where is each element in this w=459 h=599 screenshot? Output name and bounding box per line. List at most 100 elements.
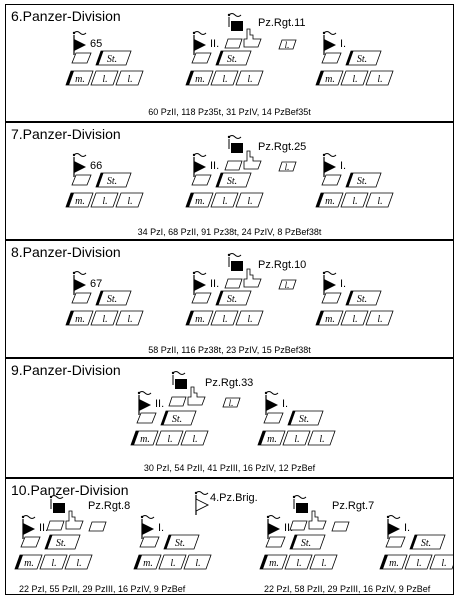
- regiment-hq-box: [224, 160, 243, 171]
- company-bar: [186, 193, 194, 207]
- company-box: [210, 70, 239, 86]
- hq-filled-box-icon: [231, 21, 243, 31]
- wave-mark-icon: [228, 135, 242, 139]
- company-bar: [134, 555, 142, 569]
- company-box: [340, 310, 369, 326]
- unit-label: 67: [90, 278, 102, 290]
- unit-label: II.: [155, 398, 164, 410]
- battalion-I: I.St.m.l.l.: [315, 31, 394, 86]
- command-flag-icon: [324, 39, 336, 51]
- company-box: [340, 70, 369, 86]
- division-title: 6.Panzer-Division: [11, 8, 121, 24]
- company-label: l.: [247, 314, 252, 325]
- battalion-I: I.St.m.l.l.: [315, 153, 394, 208]
- wave-mark-icon: [50, 495, 64, 499]
- company-bar: [15, 555, 23, 569]
- company-label: m.: [389, 558, 399, 569]
- command-flag-icon: [324, 279, 336, 291]
- company-label: l.: [352, 314, 357, 325]
- division-summary: 34 PzI, 68 PzII, 91 Pz38t, 24 PzIV, 8 Pz…: [137, 227, 322, 237]
- hq-filled-box-icon: [53, 503, 65, 513]
- unit-hq-box: [71, 52, 92, 64]
- company-label: m.: [195, 196, 205, 207]
- wave-mark-icon: [73, 153, 87, 157]
- battalion-I-a: I.St.m.l.l.: [133, 515, 212, 570]
- hq-filled-box-icon: [231, 261, 243, 271]
- company-label: m.: [269, 558, 279, 569]
- wave-mark-icon: [193, 153, 207, 157]
- battalion-I: I.St.m.l.l.: [257, 391, 336, 446]
- staff-company-box: [289, 534, 326, 550]
- staff-company-box: [95, 290, 132, 306]
- unit-hq-box: [321, 292, 342, 304]
- company-box: [309, 554, 338, 570]
- staff-vehicle-icon: [243, 28, 262, 48]
- unit-label: I.: [404, 522, 410, 534]
- light-company-label: l.: [229, 398, 234, 408]
- command-flag-icon: [194, 39, 206, 51]
- company-label: l.: [192, 434, 197, 445]
- staff-company-bar: [346, 51, 354, 65]
- command-flag-icon: [74, 161, 86, 173]
- staff-company-box: [409, 534, 446, 550]
- company-box: [404, 554, 433, 570]
- staff-company-label: St.: [175, 538, 185, 549]
- battalion-II-b: II.St.m.l.l.: [259, 515, 338, 570]
- unit-hq-box: [71, 174, 92, 186]
- company-bar: [66, 193, 74, 207]
- unit-label: 66: [90, 160, 102, 172]
- light-company-label: l.: [285, 40, 290, 50]
- staff-vehicle-icon: [187, 386, 206, 406]
- wave-mark-dot: [72, 271, 76, 275]
- wave-mark-dot: [227, 253, 231, 257]
- company-label: m.: [140, 434, 150, 445]
- division-panel-6: 6.Panzer-Division Pz.Rgt.11 60 PzII, 118…: [5, 4, 454, 122]
- staff-company-bar: [96, 173, 104, 187]
- company-label: l.: [247, 196, 252, 207]
- company-label: l.: [377, 196, 382, 207]
- wave-mark-icon: [228, 253, 242, 257]
- company-box: [183, 554, 212, 570]
- unit-hq-box: [191, 52, 212, 64]
- unit-label: 65: [90, 38, 102, 50]
- company-box: [340, 192, 369, 208]
- regiment-hq-box: [224, 38, 243, 49]
- wave-mark-dot: [171, 371, 175, 375]
- staff-vehicle-icon: [243, 268, 262, 288]
- command-flag-icon: [74, 279, 86, 291]
- command-flag-icon: [142, 523, 154, 535]
- company-box: [115, 192, 144, 208]
- company-label: l.: [170, 558, 175, 569]
- company-box: [155, 430, 184, 446]
- staff-vehicle-icon: [243, 150, 262, 170]
- company-label: m.: [75, 196, 85, 207]
- staff-company-box: [95, 172, 132, 188]
- company-label: m.: [325, 196, 335, 207]
- division-title: 9.Panzer-Division: [11, 362, 121, 378]
- light-company-label: l.: [285, 280, 290, 290]
- regiment-hq: l.: [168, 371, 241, 408]
- staff-company-bar: [96, 51, 104, 65]
- battalion-I-b: I.St.m.l.l.: [379, 515, 453, 570]
- company-label: m.: [75, 314, 85, 325]
- wave-mark-icon: [193, 31, 207, 35]
- company-label: m.: [325, 74, 335, 85]
- company-label: m.: [195, 74, 205, 85]
- regiment-hq-box: [46, 520, 65, 531]
- unit-hq-box: [321, 52, 342, 64]
- company-box: [39, 554, 68, 570]
- company-label: l.: [441, 558, 446, 569]
- staff-company-bar: [290, 535, 298, 549]
- company-label: l.: [296, 558, 301, 569]
- staff-company-box: [345, 50, 382, 66]
- command-flag-icon: [23, 523, 35, 535]
- division-summary-a: 22 PzI, 55 PzII, 29 PzIII, 16 PzIV, 9 Pz…: [19, 584, 186, 594]
- company-box: [235, 70, 264, 86]
- company-label: l.: [294, 434, 299, 445]
- staff-company-label: St.: [357, 176, 367, 187]
- wave-mark-dot: [49, 495, 53, 499]
